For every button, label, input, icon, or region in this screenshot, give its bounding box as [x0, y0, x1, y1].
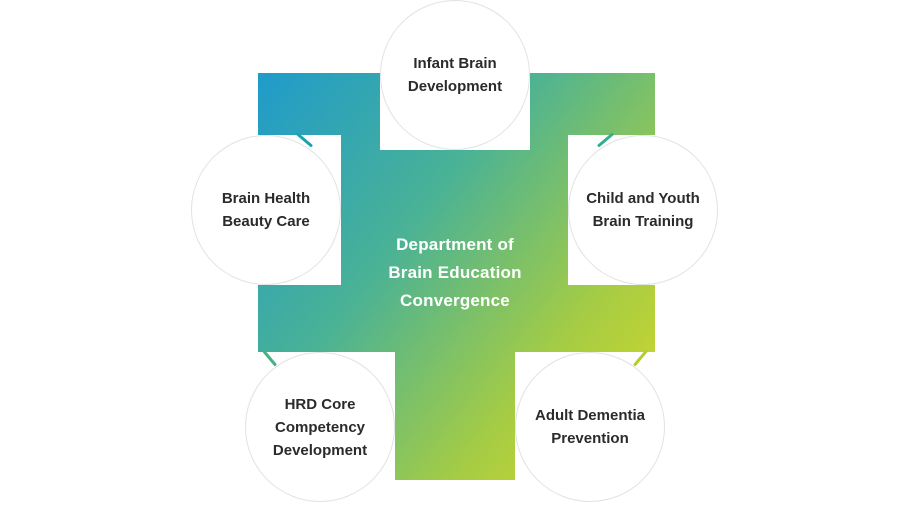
node-label-line: Development: [407, 78, 503, 95]
node-label-line: Competency: [274, 418, 366, 436]
node-label-line: HRD Core: [284, 395, 356, 413]
node-label-line: Beauty Care: [222, 213, 310, 230]
center-title-line-1: Department of: [396, 235, 514, 254]
node-hrd-core-competency-development: HRD Core Competency Development: [245, 352, 395, 502]
node-label-line: Adult Dementia: [534, 407, 645, 424]
node-label-line: Development: [272, 441, 368, 459]
node-child-and-youth-brain-training: Child and Youth Brain Training: [568, 135, 718, 285]
node-adult-dementia-prevention: Adult Dementia Prevention: [515, 352, 665, 502]
node-label-line: Brain Training: [592, 213, 694, 230]
node-label-line: Infant Brain: [413, 55, 497, 72]
node-label-line: Child and Youth: [586, 190, 700, 207]
node-label-line: Brain Health: [221, 190, 311, 207]
node-label-line: Prevention: [551, 430, 629, 447]
center-title: Department of Brain Education Convergenc…: [355, 231, 555, 315]
center-title-line-2: Brain Education: [388, 263, 522, 282]
center-title-line-3: Convergence: [400, 291, 510, 310]
node-infant-brain-development: Infant Brain Development: [380, 0, 530, 150]
node-brain-health-beauty-care: Brain Health Beauty Care: [191, 135, 341, 285]
